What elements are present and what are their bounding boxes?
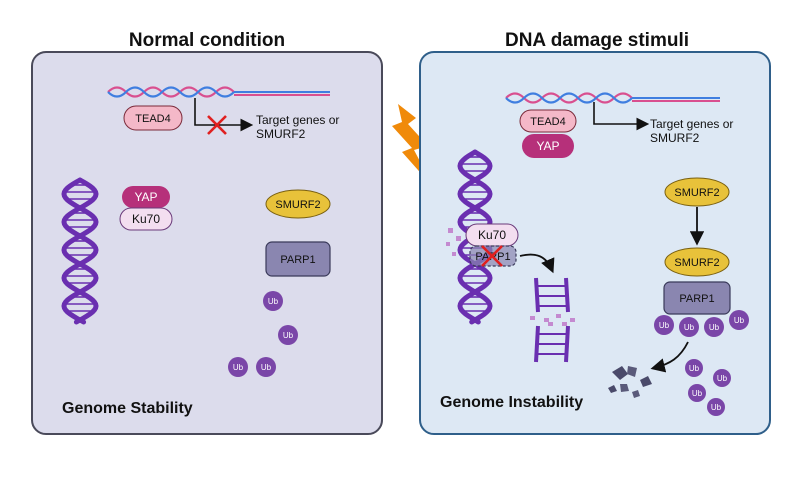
svg-text:TEAD4: TEAD4 — [135, 113, 170, 125]
dna-backbone — [534, 277, 540, 313]
ku70-protein: Ku70 — [465, 223, 519, 247]
svg-text:Ub: Ub — [283, 331, 294, 340]
ub-molecule: Ub — [729, 310, 749, 330]
yap-protein: YAP — [122, 186, 170, 208]
normal-footer: Genome Stability — [62, 400, 193, 417]
svg-text:Ub: Ub — [689, 364, 700, 373]
ub-molecule: Ub — [713, 369, 731, 387]
ub-molecule: Ub — [704, 317, 724, 337]
svg-text:Ub: Ub — [734, 316, 745, 325]
damage-footer: Genome Instability — [440, 394, 583, 411]
normal-panel: Normal condition TEAD4 Target genes or S… — [31, 30, 383, 435]
parp1-protein: PARP1 — [265, 241, 331, 277]
dna-break-fragment — [530, 316, 535, 320]
damage-panel: DNA damage stimuli TEAD4 YAP Target gene… — [419, 30, 771, 435]
svg-text:PARP1: PARP1 — [679, 293, 714, 305]
damage-panel-box — [419, 51, 771, 435]
svg-text:Ub: Ub — [659, 321, 670, 330]
svg-text:TEAD4: TEAD4 — [530, 116, 565, 128]
tead4-protein: TEAD4 — [123, 105, 183, 131]
degraded-fragments-icon — [608, 366, 652, 398]
dna-strip-icon — [505, 92, 720, 104]
svg-text:Ku70: Ku70 — [478, 228, 506, 242]
arrow-icon — [593, 102, 650, 131]
target-genes-label-line2: SMURF2 — [256, 127, 306, 141]
svg-text:Ub: Ub — [717, 374, 728, 383]
svg-text:Ku70: Ku70 — [132, 212, 160, 226]
parp1-protein: PARP1 — [663, 281, 731, 315]
dna-damage-fragments-icon — [446, 228, 461, 256]
svg-text:Ub: Ub — [709, 323, 720, 332]
dna-break-fragment — [548, 322, 553, 326]
ub-molecule: Ub — [654, 315, 674, 335]
dna-break-fragment — [544, 318, 549, 322]
ub-molecule: Ub — [685, 359, 703, 377]
arrow-icon — [194, 98, 254, 132]
dna-backbone — [61, 177, 99, 325]
svg-text:YAP: YAP — [536, 139, 559, 153]
svg-text:Ub: Ub — [268, 297, 279, 306]
damage-heading: DNA damage stimuli — [505, 30, 689, 51]
inhibition-cross-icon — [207, 115, 227, 135]
ub-molecule: Ub — [263, 291, 283, 311]
dna-backbone — [564, 325, 570, 363]
dna-break-fragment — [570, 318, 575, 322]
dna-backbone — [61, 177, 99, 325]
svg-text:PARP1: PARP1 — [280, 254, 315, 266]
yap-protein: YAP — [522, 134, 574, 158]
svg-text:SMURF2: SMURF2 — [275, 199, 320, 211]
target-genes-label: Target genes or — [256, 113, 339, 127]
arrow-icon — [650, 341, 689, 373]
svg-text:Ub: Ub — [692, 389, 703, 398]
inhibition-cross-icon — [481, 245, 503, 267]
svg-text:SMURF2: SMURF2 — [674, 257, 719, 269]
dna-backbone — [564, 277, 570, 313]
parp1-protein-dissociated: PARP1 — [469, 245, 517, 267]
svg-text:Ub: Ub — [261, 363, 272, 372]
broken-dna-icon — [530, 277, 575, 363]
ub-molecule: Ub — [688, 384, 706, 402]
ub-molecule: Ub — [707, 398, 725, 416]
dna-break-fragment — [556, 314, 561, 318]
svg-text:Ub: Ub — [233, 363, 244, 372]
svg-text:Ub: Ub — [711, 403, 722, 412]
ub-molecule: Ub — [278, 325, 298, 345]
arrow-icon — [519, 253, 555, 274]
normal-heading: Normal condition — [129, 30, 285, 51]
svg-text:Ub: Ub — [684, 323, 695, 332]
smurf2-protein: SMURF2 — [664, 177, 730, 207]
normal-panel-box — [31, 51, 383, 435]
svg-text:SMURF2: SMURF2 — [674, 187, 719, 199]
smurf2-protein-bound: SMURF2 — [664, 247, 730, 277]
dna-break-fragment — [562, 322, 567, 326]
svg-text:YAP: YAP — [134, 190, 157, 204]
target-genes-label: Target genes or — [650, 117, 733, 131]
dna-strip-icon — [107, 86, 330, 98]
lightning-bolt-icon — [392, 104, 434, 188]
ku70-protein: Ku70 — [119, 207, 173, 231]
ub-molecule: Ub — [228, 357, 248, 377]
target-genes-label-line2: SMURF2 — [650, 131, 700, 145]
dna-helix-icon — [61, 177, 99, 325]
tead4-protein: TEAD4 — [519, 109, 577, 133]
ub-molecule: Ub — [256, 357, 276, 377]
dna-backbone — [534, 325, 540, 363]
smurf2-protein: SMURF2 — [265, 189, 331, 219]
ub-molecule: Ub — [679, 317, 699, 337]
